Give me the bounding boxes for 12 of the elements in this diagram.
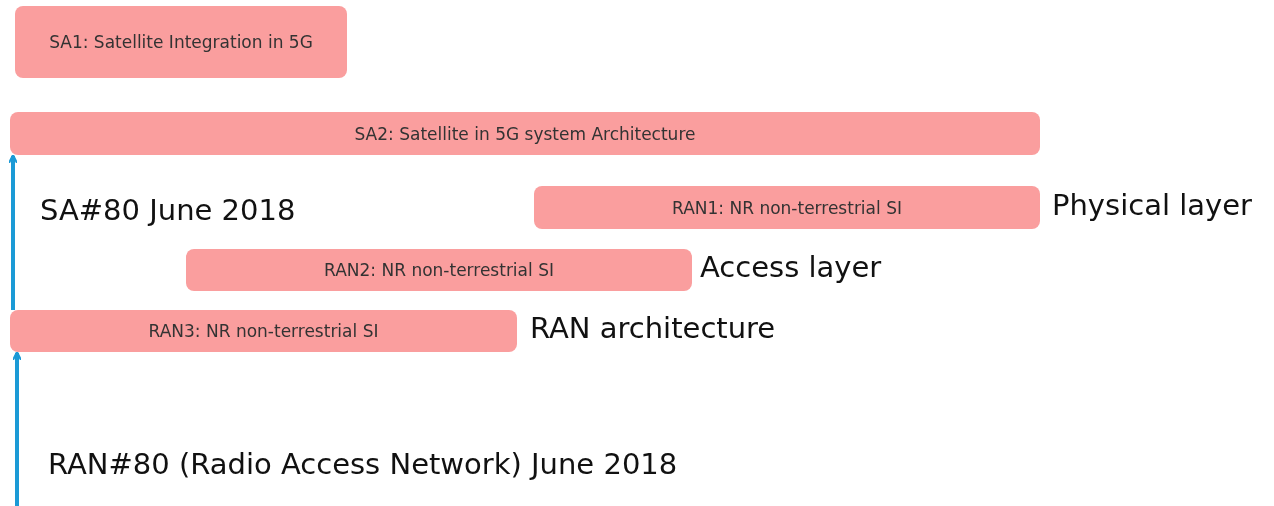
study-item-bar: SA2: Satellite in 5G system Architecture [10, 112, 1040, 155]
layer-label: Access layer [700, 250, 882, 284]
layer-label: Physical layer [1052, 188, 1252, 222]
study-item-bar: RAN2: NR non-terrestrial SI [186, 249, 692, 291]
meeting-label: SA#80 June 2018 [40, 193, 296, 227]
study-item-bar: RAN3: NR non-terrestrial SI [10, 310, 517, 352]
layer-label: RAN architecture [530, 311, 776, 345]
study-item-bar: RAN1: NR non-terrestrial SI [534, 186, 1040, 229]
study-item-bar: SA1: Satellite Integration in 5G [15, 6, 347, 78]
arrow [12, 351, 22, 506]
meeting-label: RAN#80 (Radio Access Network) June 2018 [48, 447, 678, 481]
arrow [8, 154, 18, 310]
